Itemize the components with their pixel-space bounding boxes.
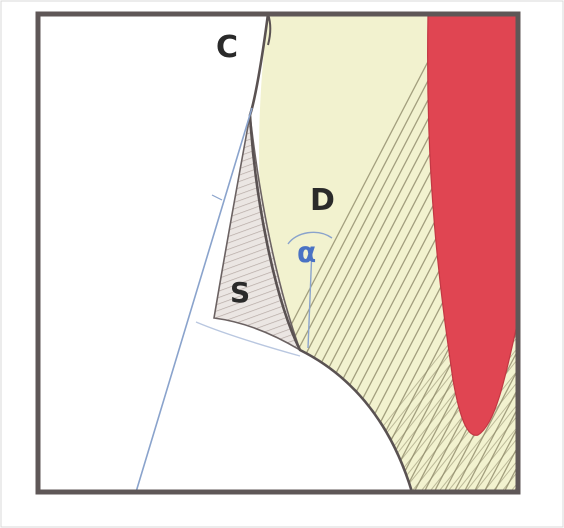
label-dentin: D bbox=[310, 183, 335, 218]
label-cementum: C bbox=[216, 30, 238, 65]
label-sealant: S bbox=[230, 276, 250, 309]
angle-alpha-symbol: α bbox=[297, 236, 316, 269]
